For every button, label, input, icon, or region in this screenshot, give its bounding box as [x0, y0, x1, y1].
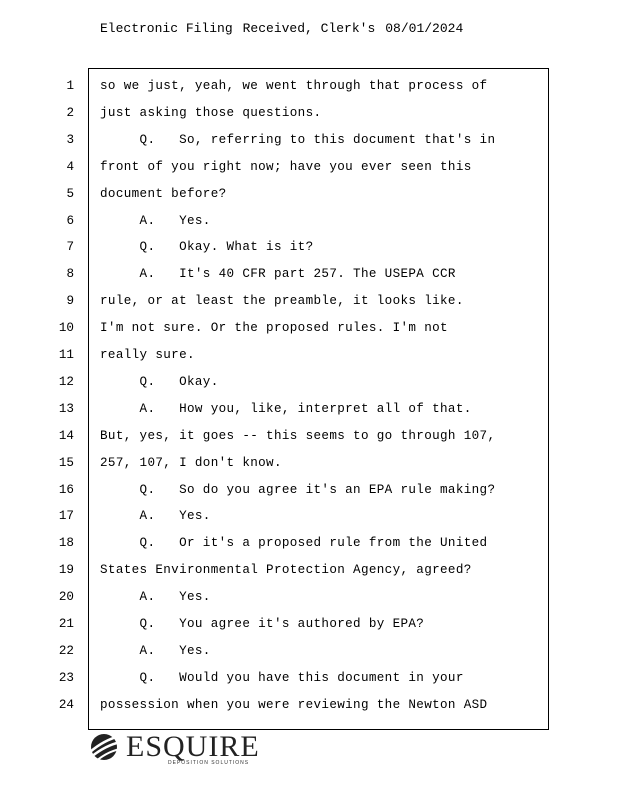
- line-number: 23: [58, 670, 74, 685]
- line-number: 10: [58, 321, 74, 336]
- line-number: 20: [58, 590, 74, 605]
- line-number: 8: [66, 267, 74, 282]
- filing-stamp: Electronic Filing Received, Clerk's 08/0…: [100, 21, 463, 36]
- transcript-line: A. Yes.: [100, 213, 211, 228]
- esquire-logo: ESQUIRE DEPOSITION SOLUTIONS: [88, 730, 260, 766]
- logo-wordmark: ESQUIRE: [126, 730, 260, 763]
- transcript-line: just asking those questions.: [100, 105, 322, 120]
- transcript-line: Q. So do you agree it's an EPA rule maki…: [100, 482, 496, 497]
- transcript-line: rule, or at least the preamble, it looks…: [100, 294, 464, 309]
- transcript-line: I'm not sure. Or the proposed rules. I'm…: [100, 321, 448, 336]
- transcript-line: But, yes, it goes -- this seems to go th…: [100, 428, 496, 443]
- line-number: 6: [66, 213, 74, 228]
- line-number: 19: [58, 563, 74, 578]
- transcript-line: Q. Would you have this document in your: [100, 670, 464, 685]
- transcript-line: 257, 107, I don't know.: [100, 455, 282, 470]
- line-number: 22: [58, 643, 74, 658]
- line-number: 17: [58, 509, 74, 524]
- transcript-line: so we just, yeah, we went through that p…: [100, 79, 488, 93]
- transcript-line: A. Yes.: [100, 590, 211, 605]
- filing-stamp-text: Electronic Filing: [100, 21, 233, 36]
- transcript-line: A. Yes.: [100, 509, 211, 524]
- transcript-line: Q. You agree it's authored by EPA?: [100, 617, 425, 631]
- transcript-line: Q. So, referring to this document that's…: [100, 132, 496, 147]
- line-number: 7: [66, 240, 74, 255]
- line-number: 13: [58, 401, 74, 416]
- logo-subtitle: DEPOSITION SOLUTIONS: [168, 760, 250, 766]
- transcript-line: Q. Okay. What is it?: [100, 240, 314, 255]
- transcript-line: A. How you, like, interpret all of that.: [100, 401, 472, 416]
- filing-stamp-text: Received, Clerk's: [242, 21, 376, 36]
- transcript-line: Q. Or it's a proposed rule from the Unit…: [100, 536, 488, 551]
- transcript-line: A. Yes.: [100, 643, 211, 658]
- line-number: 15: [58, 455, 74, 470]
- line-number: 5: [66, 186, 74, 201]
- transcript-line: really sure.: [100, 348, 195, 362]
- transcript-line: possession when you were reviewing the N…: [100, 697, 488, 712]
- line-number: 24: [58, 697, 74, 712]
- line-number: 21: [58, 617, 74, 631]
- transcript-line: States Environmental Protection Agency, …: [100, 563, 472, 578]
- line-number: 3: [66, 132, 74, 147]
- line-number: 9: [66, 294, 74, 309]
- line-number: 16: [58, 482, 74, 497]
- transcript-line: document before?: [100, 186, 227, 201]
- transcript-line: A. It's 40 CFR part 257. The USEPA CCR: [100, 267, 456, 282]
- line-number: 1: [66, 79, 74, 93]
- transcript-line: front of you right now; have you ever se…: [100, 159, 472, 174]
- transcript-line: Q. Okay.: [100, 374, 219, 389]
- line-number: 2: [66, 105, 74, 120]
- line-number: 14: [58, 428, 74, 443]
- line-number: 18: [58, 536, 74, 551]
- filing-stamp-text: 08/01/2024: [385, 21, 464, 36]
- globe-icon: [89, 734, 122, 762]
- line-number: 12: [58, 374, 74, 389]
- line-number: 11: [58, 348, 74, 362]
- line-number: 4: [66, 159, 74, 174]
- transcript-frame: [88, 68, 549, 730]
